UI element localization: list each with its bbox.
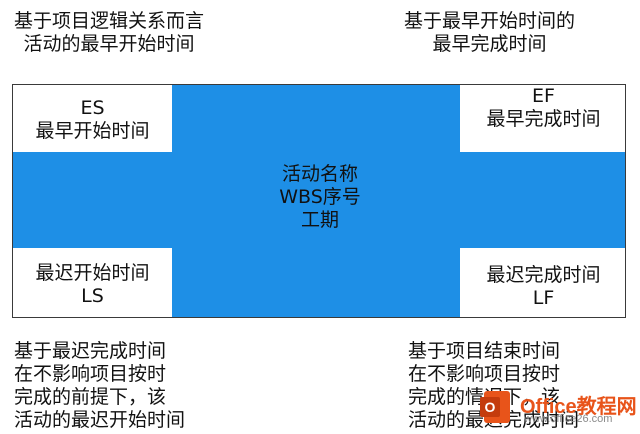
wbs-number: WBS序号 — [279, 186, 361, 208]
watermark-url: www.office26.com — [524, 413, 613, 425]
annotation-line: 基于项目结束时间 — [408, 340, 561, 362]
es-label: 最早开始时间 — [35, 120, 150, 142]
lf-label: 最迟完成时间 — [486, 264, 601, 286]
annotation-line: 基于最早开始时间的 — [404, 10, 576, 32]
ls-label: 最迟开始时间 — [35, 262, 150, 284]
watermark: O Office教程网 www.office26.com — [478, 386, 637, 430]
ls-box: 最迟开始时间 LS — [13, 248, 172, 317]
svg-text:O: O — [485, 399, 496, 415]
annotation-line: 完成的前提下，该 — [14, 386, 167, 408]
activity-node: ES 最早开始时间 EF 最早完成时间 最迟开始时间 LS 最迟完成时间 LF … — [12, 84, 626, 318]
annotation-es: 基于项目逻辑关系而言 活动的最早开始时间 — [14, 10, 204, 56]
activity-name: 活动名称 — [281, 163, 358, 185]
ef-abbr: EF — [532, 85, 555, 107]
activity-info: 活动名称 WBS序号 工期 — [220, 163, 420, 232]
annotation-line: 基于最迟完成时间 — [14, 340, 167, 362]
es-box: ES 最早开始时间 — [13, 85, 172, 152]
annotation-line: 在不影响项目按时 — [14, 363, 167, 385]
es-abbr: ES — [80, 97, 105, 119]
annotation-line: 最早完成时间 — [432, 33, 547, 55]
annotation-line: 活动的最早开始时间 — [23, 33, 195, 55]
annotation-line: 活动的最迟开始时间 — [14, 409, 186, 431]
annotation-ls: 基于最迟完成时间 在不影响项目按时 完成的前提下，该 活动的最迟开始时间 — [14, 340, 185, 432]
ef-label: 最早完成时间 — [486, 108, 601, 130]
lf-box: 最迟完成时间 LF — [460, 248, 625, 317]
lf-abbr: LF — [532, 287, 555, 309]
annotation-line: 在不影响项目按时 — [408, 363, 561, 385]
duration: 工期 — [300, 209, 339, 231]
ls-abbr: LS — [81, 285, 104, 307]
annotation-line: 基于项目逻辑关系而言 — [14, 10, 205, 32]
office-logo-icon: O — [480, 391, 510, 423]
annotation-ef: 基于最早开始时间的 最早完成时间 — [404, 10, 575, 56]
ef-box: EF 最早完成时间 — [460, 85, 625, 152]
watermark-text: Office教程网 — [520, 396, 637, 418]
